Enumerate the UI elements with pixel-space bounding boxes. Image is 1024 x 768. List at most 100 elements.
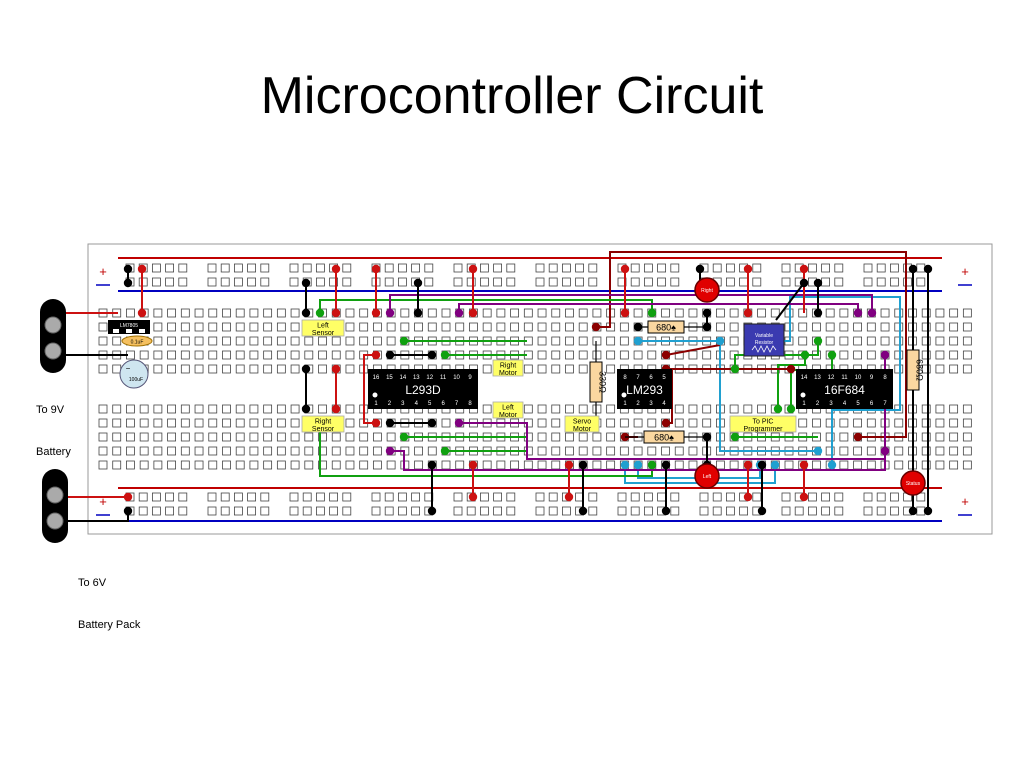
terminal-hole bbox=[222, 322, 231, 332]
rail-hole bbox=[138, 506, 148, 516]
terminal-hole bbox=[962, 418, 972, 428]
tag-right-sensor bbox=[301, 415, 345, 433]
terminal-hole bbox=[880, 308, 890, 318]
rail-hole bbox=[562, 277, 571, 287]
terminal-hole bbox=[153, 350, 163, 360]
wire-endpoint bbox=[454, 308, 464, 318]
terminal-hole bbox=[578, 308, 588, 318]
wire-endpoint bbox=[578, 460, 588, 470]
terminal-hole bbox=[482, 460, 492, 470]
rail-hole bbox=[384, 506, 394, 516]
terminal-hole bbox=[551, 460, 561, 470]
rail-hole bbox=[712, 263, 722, 273]
wire-endpoint bbox=[647, 460, 657, 470]
rail-hole bbox=[863, 492, 873, 502]
terminal-hole bbox=[194, 336, 204, 346]
terminal-hole bbox=[853, 446, 862, 456]
rail-hole bbox=[397, 263, 407, 273]
wire-endpoint bbox=[427, 460, 437, 470]
terminal-hole bbox=[318, 364, 327, 374]
terminal-hole bbox=[304, 350, 314, 360]
rail-hole bbox=[165, 506, 175, 516]
l293d-chip-pin-bottom: 4 bbox=[415, 401, 419, 407]
terminal-hole bbox=[372, 446, 382, 456]
battery-9v-connector bbox=[40, 299, 66, 373]
wire-endpoint bbox=[827, 460, 837, 470]
l293d-chip-pin-top: 16 bbox=[373, 375, 380, 381]
terminal-hole bbox=[661, 308, 670, 318]
rail-hole bbox=[493, 492, 503, 502]
terminal-hole bbox=[592, 460, 602, 470]
terminal-hole bbox=[962, 432, 972, 442]
terminal-hole bbox=[235, 322, 245, 332]
terminal-hole bbox=[537, 460, 547, 470]
wire-endpoint bbox=[867, 308, 877, 318]
rail-hole bbox=[876, 277, 886, 287]
rail-hole bbox=[220, 492, 230, 502]
pic-chip-pin-top: 8 bbox=[883, 375, 887, 381]
terminal-hole bbox=[674, 418, 684, 428]
rail-hole bbox=[739, 277, 748, 287]
rail-hole bbox=[781, 506, 791, 516]
rail-hole bbox=[233, 277, 243, 287]
terminal-hole bbox=[949, 308, 959, 318]
terminal-hole bbox=[112, 404, 122, 414]
rail-hole bbox=[876, 263, 886, 273]
rail-hole bbox=[233, 506, 243, 516]
terminal-hole bbox=[414, 446, 423, 456]
terminal-hole bbox=[962, 350, 972, 360]
wire-darkred-long bbox=[596, 251, 907, 438]
l293d-chip-pin-top: 12 bbox=[426, 375, 433, 381]
terminal-hole bbox=[839, 308, 849, 318]
regulator-pin bbox=[113, 329, 119, 333]
rail-hole bbox=[247, 277, 257, 287]
tag-pic-programmer-label-line1: To PIC bbox=[752, 419, 773, 426]
terminal-hole bbox=[180, 404, 190, 414]
wire-endpoint bbox=[661, 460, 671, 470]
wire-endpoint bbox=[786, 404, 796, 414]
rail-hole bbox=[535, 263, 545, 273]
rail-hole bbox=[151, 277, 161, 287]
l293d-chip-pin-bottom: 2 bbox=[388, 401, 392, 407]
terminal-hole bbox=[606, 432, 616, 442]
terminal-hole bbox=[812, 322, 821, 332]
rail-hole bbox=[699, 492, 709, 502]
wire-endpoint bbox=[371, 308, 381, 318]
terminal-hole bbox=[249, 308, 259, 318]
terminal-hole bbox=[290, 404, 300, 414]
rail-hole bbox=[562, 506, 571, 516]
wire-purple-bottom bbox=[390, 450, 886, 471]
rail-hole bbox=[821, 506, 830, 516]
terminal-hole bbox=[633, 446, 643, 456]
rail-plus-top-right: + bbox=[961, 264, 969, 279]
terminal-hole bbox=[949, 418, 959, 428]
terminal-hole bbox=[290, 336, 300, 346]
terminal-hole bbox=[866, 446, 876, 456]
rail-hole bbox=[916, 277, 926, 287]
terminal-hole bbox=[276, 460, 286, 470]
rail-hole bbox=[220, 263, 230, 273]
rail-hole bbox=[739, 506, 748, 516]
terminal-hole bbox=[304, 460, 314, 470]
terminal-hole bbox=[825, 308, 835, 318]
l293d-chip-pin-top: 15 bbox=[386, 375, 393, 381]
terminal-hole bbox=[249, 364, 259, 374]
terminal-hole bbox=[276, 322, 286, 332]
rail-hole bbox=[916, 506, 926, 516]
terminal-hole bbox=[222, 350, 231, 360]
l293d-chip-pin-bottom: 1 bbox=[374, 401, 378, 407]
rail-hole bbox=[588, 263, 598, 273]
battery-9v-label-line2: Battery bbox=[36, 446, 71, 458]
rail-hole bbox=[535, 492, 545, 502]
rail-hole bbox=[863, 506, 873, 516]
rail-hole bbox=[657, 277, 666, 287]
wire-endpoint bbox=[799, 278, 809, 288]
terminal-hole bbox=[126, 404, 135, 414]
rail-hole bbox=[890, 492, 899, 502]
variable-resistor-label-1: Variable bbox=[755, 333, 773, 339]
terminal-hole bbox=[427, 446, 437, 456]
wire-endpoint bbox=[137, 308, 147, 318]
